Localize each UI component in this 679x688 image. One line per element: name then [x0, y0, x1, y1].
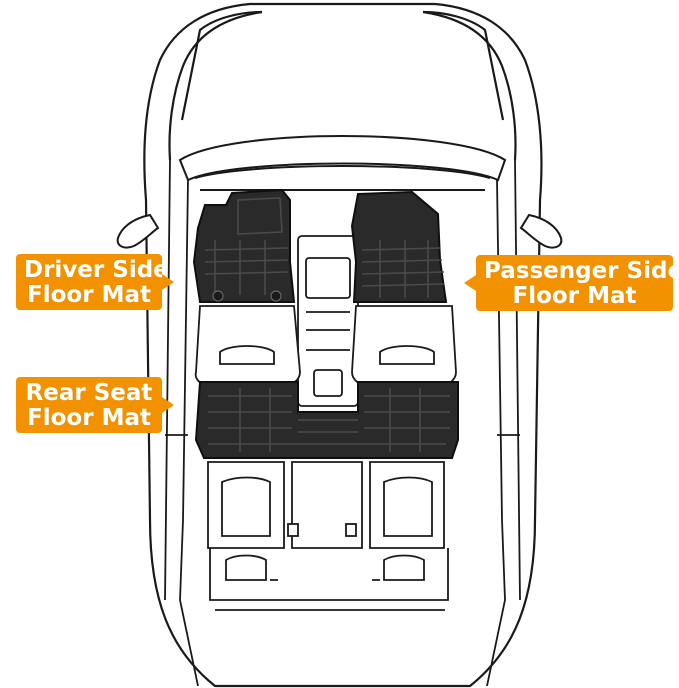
passenger-side-label-line2: Floor Mat — [512, 283, 637, 309]
driver-side-label-line1: Driver Side — [24, 257, 169, 283]
rear-seat-label: Rear Seat Floor Mat — [16, 377, 162, 433]
driver-side-label-line2: Floor Mat — [27, 282, 151, 308]
left-mirror-icon — [116, 213, 160, 249]
rear-floor — [209, 548, 449, 611]
driver-side-label: Driver Side Floor Mat — [16, 254, 169, 310]
door-lines — [164, 159, 521, 687]
driver-pointer-icon — [162, 274, 174, 290]
rear-seat-floor-mat — [194, 381, 459, 459]
center-console — [297, 235, 359, 407]
car-body-outline — [143, 2, 543, 688]
rear-seat-label-line1: Rear Seat — [25, 380, 153, 406]
rear-seat-label-line2: Floor Mat — [27, 405, 151, 431]
side-mirrors — [116, 213, 563, 249]
right-mirror-icon — [519, 213, 563, 249]
passenger-side-label-line1: Passenger Side — [484, 258, 679, 284]
passenger-side-label: Passenger Side Floor Mat — [476, 255, 679, 311]
passenger-pointer-icon — [464, 275, 476, 291]
passenger-floor-mat — [350, 190, 448, 303]
rear-seats — [207, 461, 445, 549]
windshield — [178, 135, 507, 191]
driver-floor-mat — [192, 188, 296, 303]
rear-pointer-icon — [162, 397, 174, 413]
front-seats — [194, 305, 457, 387]
